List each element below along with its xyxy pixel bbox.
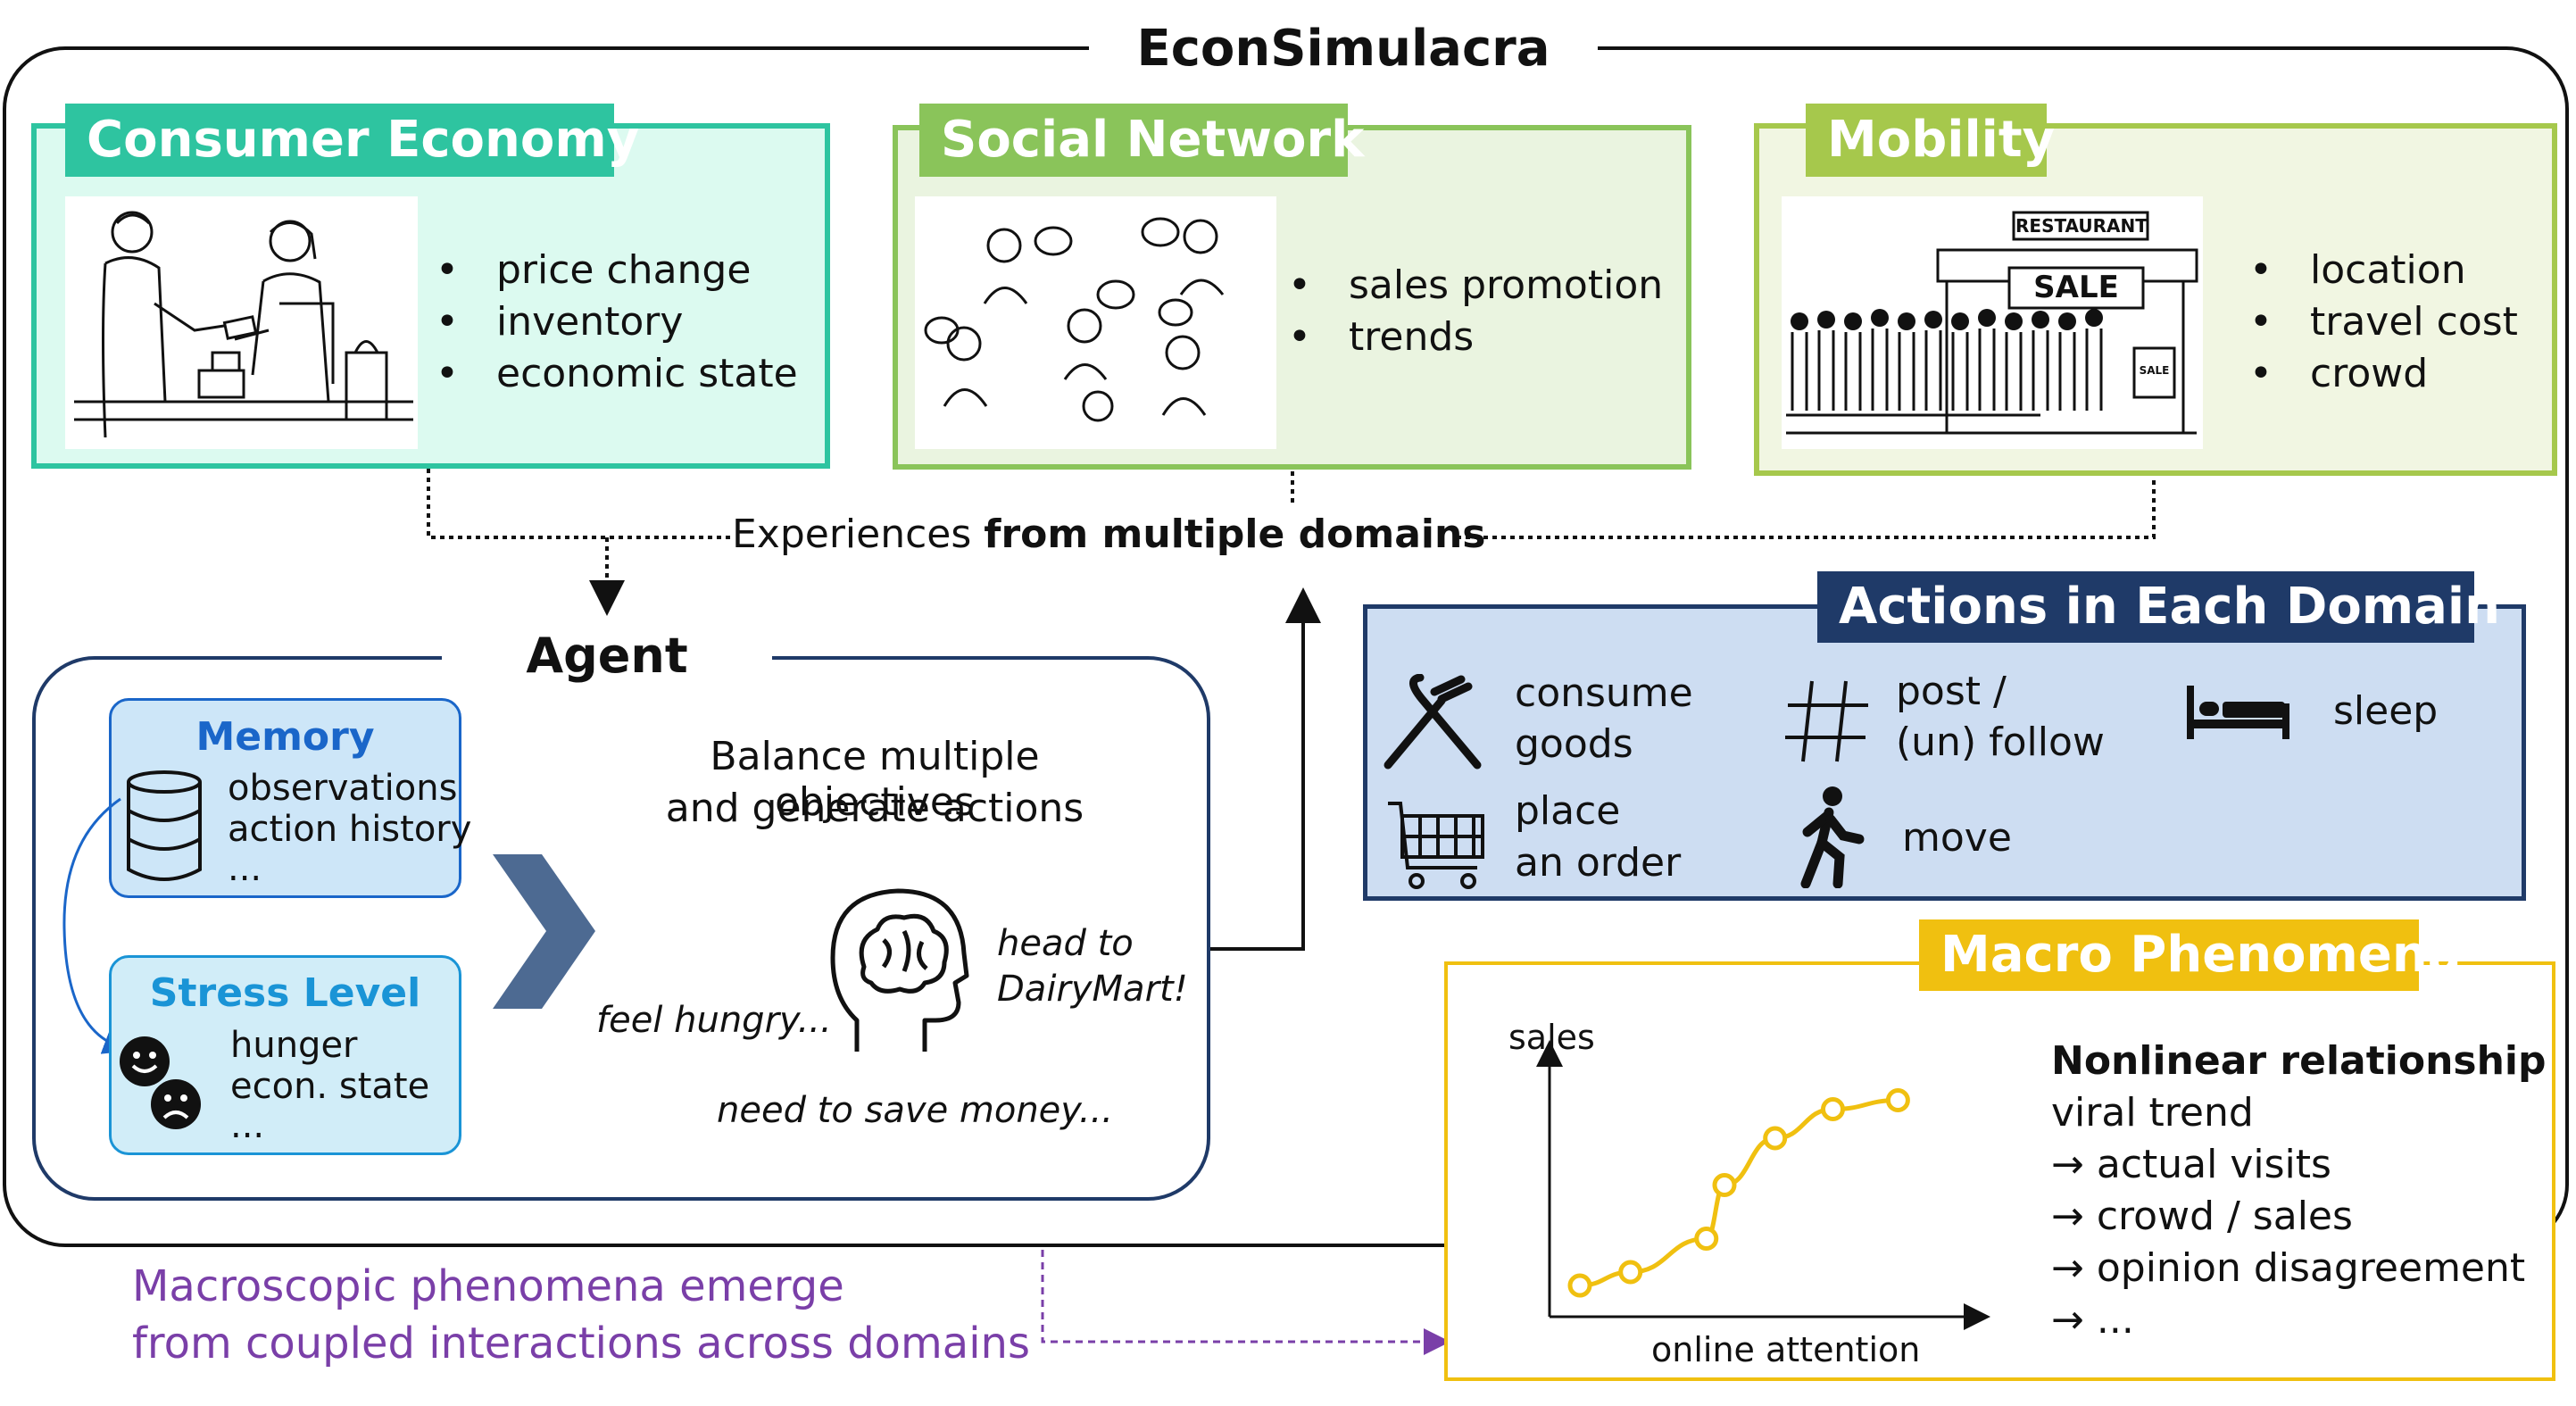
chart-point-4 [1763,1126,1788,1151]
macro-line-more: → ... [2051,1297,2134,1343]
chart-point-5 [1821,1097,1845,1121]
emerge-line-2: from coupled interactions across domains [132,1319,1030,1369]
stress-line-econ-state: econ. state [230,1066,430,1107]
fork-knife-icon [1384,674,1482,770]
sales-attention-chart [1536,1040,1990,1330]
macro-title: Macro Phenomena [1919,919,2462,991]
memory-to-stress-arrow [62,797,131,1054]
social-network-title: Social Network [919,104,1364,177]
happy-face-icon [120,1036,170,1086]
memory-line-observations: observations [228,768,458,809]
action-order-line-2: an order [1515,840,1682,886]
balance-line-2: and generate actions [665,786,1084,831]
action-consume-line-1: consume [1515,670,1693,716]
mobility-list: location travel cost crowd [2249,245,2518,400]
thought-hungry: feel hungry... [596,1000,832,1041]
consumer-economy-list: price change inventory economic state [436,245,798,400]
actions-box [1363,604,2526,901]
chart-point-0 [1567,1273,1592,1298]
sad-face-icon [151,1079,201,1129]
social-item-sales-promotion: sales promotion [1288,260,1663,312]
mobility-item-location: location [2249,245,2518,296]
macro-box [1444,961,2555,1381]
brain-head-icon [830,888,969,1052]
social-item-trends: trends [1288,312,1663,363]
macro-text-block: Nonlinear relationship viral trend → act… [2051,1036,2547,1346]
macro-heading: Nonlinear relationship [2051,1038,2547,1084]
memory-line-more: ... [228,848,262,889]
chart-point-2 [1694,1227,1719,1251]
consumer-item-economic-state: economic state [436,348,798,400]
action-order-line-1: place [1515,788,1621,834]
stress-line-hunger: hunger [230,1025,358,1066]
memory-box [109,698,461,898]
social-network-illustration [915,196,1276,449]
restaurant-sign-text: RESTAURANT [2015,215,2148,237]
thought-save-money: need to save money... [717,1090,1114,1131]
restaurant-queue-illustration: RESTAURANT SALE SALE [1782,196,2203,449]
bed-icon [2187,686,2289,739]
hashtag-icon [1785,680,1868,762]
stress-line-more: ... [230,1105,265,1146]
social-network-list: sales promotion trends [1288,260,1663,363]
consumer-economy-title: Consumer Economy [65,104,639,177]
database-icon [127,770,202,881]
macro-line-actual-visits: → actual visits [2051,1142,2331,1187]
consumer-item-price-change: price change [436,245,798,296]
shopping-cart-icon [1388,802,1484,889]
macro-line-crowd-sales: → crowd / sales [2051,1194,2353,1239]
action-consume-line-2: goods [1515,721,1633,767]
action-post-line-2: (un) follow [1896,720,2105,765]
emerge-line-1: Macroscopic phenomena emerge [132,1261,844,1311]
mobility-item-travel-cost: travel cost [2249,296,2518,348]
memory-title: Memory [195,714,375,760]
balance-line-1: Balance multiple objectives [710,734,1040,825]
chart-point-1 [1618,1260,1643,1285]
action-move: move [1902,815,2012,861]
chart-point-6 [1885,1088,1910,1112]
main-title-background [1089,18,1598,80]
memory-line-action-history: action history [228,809,472,850]
action-post-line-1: post / [1896,669,2007,714]
chevron-right-icon [493,854,595,1009]
actions-title: Actions in Each Domain [1817,571,2500,643]
macro-line-opinion-disagreement: → opinion disagreement [2051,1245,2526,1291]
mobility-title: Mobility [1806,104,2055,177]
stress-level-title: Stress Level [149,970,421,1016]
chart-series-line [1579,1098,1899,1288]
chart-x-label: online attention [1651,1330,1921,1369]
macro-line-viral-trend: viral trend [2051,1090,2254,1136]
chart-point-3 [1712,1173,1737,1197]
walking-person-icon [1800,786,1865,888]
thought-head-line-2: DairyMart! [997,969,1188,1010]
sale-banner-text: SALE [2033,270,2119,305]
mobility-item-crowd: crowd [2249,348,2518,400]
experiences-label-normal: Experiences [732,512,985,557]
experiences-label: Experiences from multiple domains [732,512,1486,557]
chart-y-label: sales [1508,1018,1595,1057]
consumer-item-inventory: inventory [436,296,798,348]
main-title: EconSimulacra [1136,20,1550,78]
cashier-illustration [65,196,418,449]
experiences-label-bold: from multiple domains [984,512,1486,557]
action-sleep: sleep [2333,688,2439,734]
agent-title: Agent [442,625,772,687]
thought-head-line-1: head to [997,923,1134,964]
small-sale-sign-text: SALE [2139,364,2170,377]
